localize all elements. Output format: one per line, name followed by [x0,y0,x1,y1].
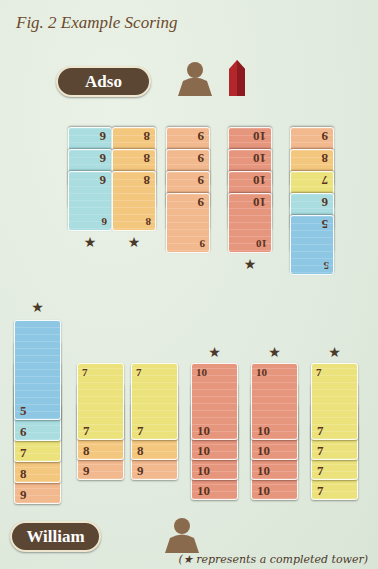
card-number: 5 [322,218,329,231]
card-number: 10 [253,152,266,165]
card-number: 9 [198,152,205,165]
completed-tower-star: ★ [244,257,257,271]
card-number: 9 [20,488,27,501]
card-number: 7 [316,367,322,378]
card-number: 9 [198,196,205,209]
completed-tower-star: ★ [31,300,44,314]
card-number: 6 [20,425,27,438]
card-number: 6 [100,174,107,187]
card-number: 10 [257,444,270,457]
red-tower-piece [229,60,245,96]
player-name: Adso [85,72,122,92]
card-number: 7 [83,424,90,437]
card-number: 6 [322,196,329,209]
card-number: 7 [317,484,324,497]
card-number: 9 [137,464,144,477]
completed-tower-star: ★ [128,235,141,249]
card-number: 10 [197,444,210,457]
william-card: 10 10 [251,363,298,440]
card-number: 10 [253,174,266,187]
card-number: 8 [144,130,151,143]
completed-tower-star: ★ [328,345,341,359]
card-number: 8 [144,152,151,165]
completed-tower-star: ★ [84,235,97,249]
card-number: 8 [144,174,151,187]
card-number: 7 [317,444,324,457]
william-card: 77 [311,363,358,440]
card-number: 6 [100,152,107,165]
figure-caption: (★ represents a completed tower) [179,553,369,566]
card-number: 5 [324,260,330,271]
william-card: 5 [14,320,61,420]
card-number: 6 [100,130,107,143]
card-number: 8 [137,444,144,457]
adso-card: 66 [68,171,112,231]
card-number: 7 [317,464,324,477]
card-number: 7 [136,367,142,378]
completed-tower-star: ★ [208,345,221,359]
player-badge: Adso [56,66,151,97]
card-number: 8 [20,467,27,480]
card-number: 10 [197,464,210,477]
card-number: 10 [197,424,210,437]
william-card: 77 [77,363,124,440]
card-number: 10 [196,367,207,378]
card-number: 7 [317,424,324,437]
card-number: 9 [200,238,206,249]
adso-card: 88 [112,171,156,231]
card-number: 9 [198,174,205,187]
card-number: 8 [322,152,329,165]
card-number: 7 [322,174,329,187]
card-number: 10 [257,464,270,477]
card-number: 10 [253,196,266,209]
adso-meeple [178,62,212,96]
completed-tower-star: ★ [268,345,281,359]
william-card: 77 [131,363,178,440]
player-name: William [26,527,84,547]
card-number: 10 [253,130,266,143]
card-number: 10 [257,484,270,497]
card-number: 7 [82,367,88,378]
card-number: 9 [322,130,329,143]
card-number: 7 [137,424,144,437]
adso-card: 55 [290,215,334,275]
player-badge: William [10,521,101,552]
card-number: 9 [198,130,205,143]
card-number: 10 [256,367,267,378]
card-number: 8 [146,216,152,227]
card-number: 7 [20,446,27,459]
card-number: 10 [256,238,267,249]
william-card: 10 10 [191,363,238,440]
adso-card: 10 10 [228,193,272,253]
card-number: 9 [83,464,90,477]
card-number: 10 [257,424,270,437]
adso-card: 99 [166,193,210,253]
card-number: 6 [102,216,108,227]
card-number: 8 [83,444,90,457]
figure-title: Fig. 2 Example Scoring [16,13,177,33]
card-number: 10 [197,484,210,497]
card-number: 5 [20,404,27,417]
william-meeple [165,518,199,553]
